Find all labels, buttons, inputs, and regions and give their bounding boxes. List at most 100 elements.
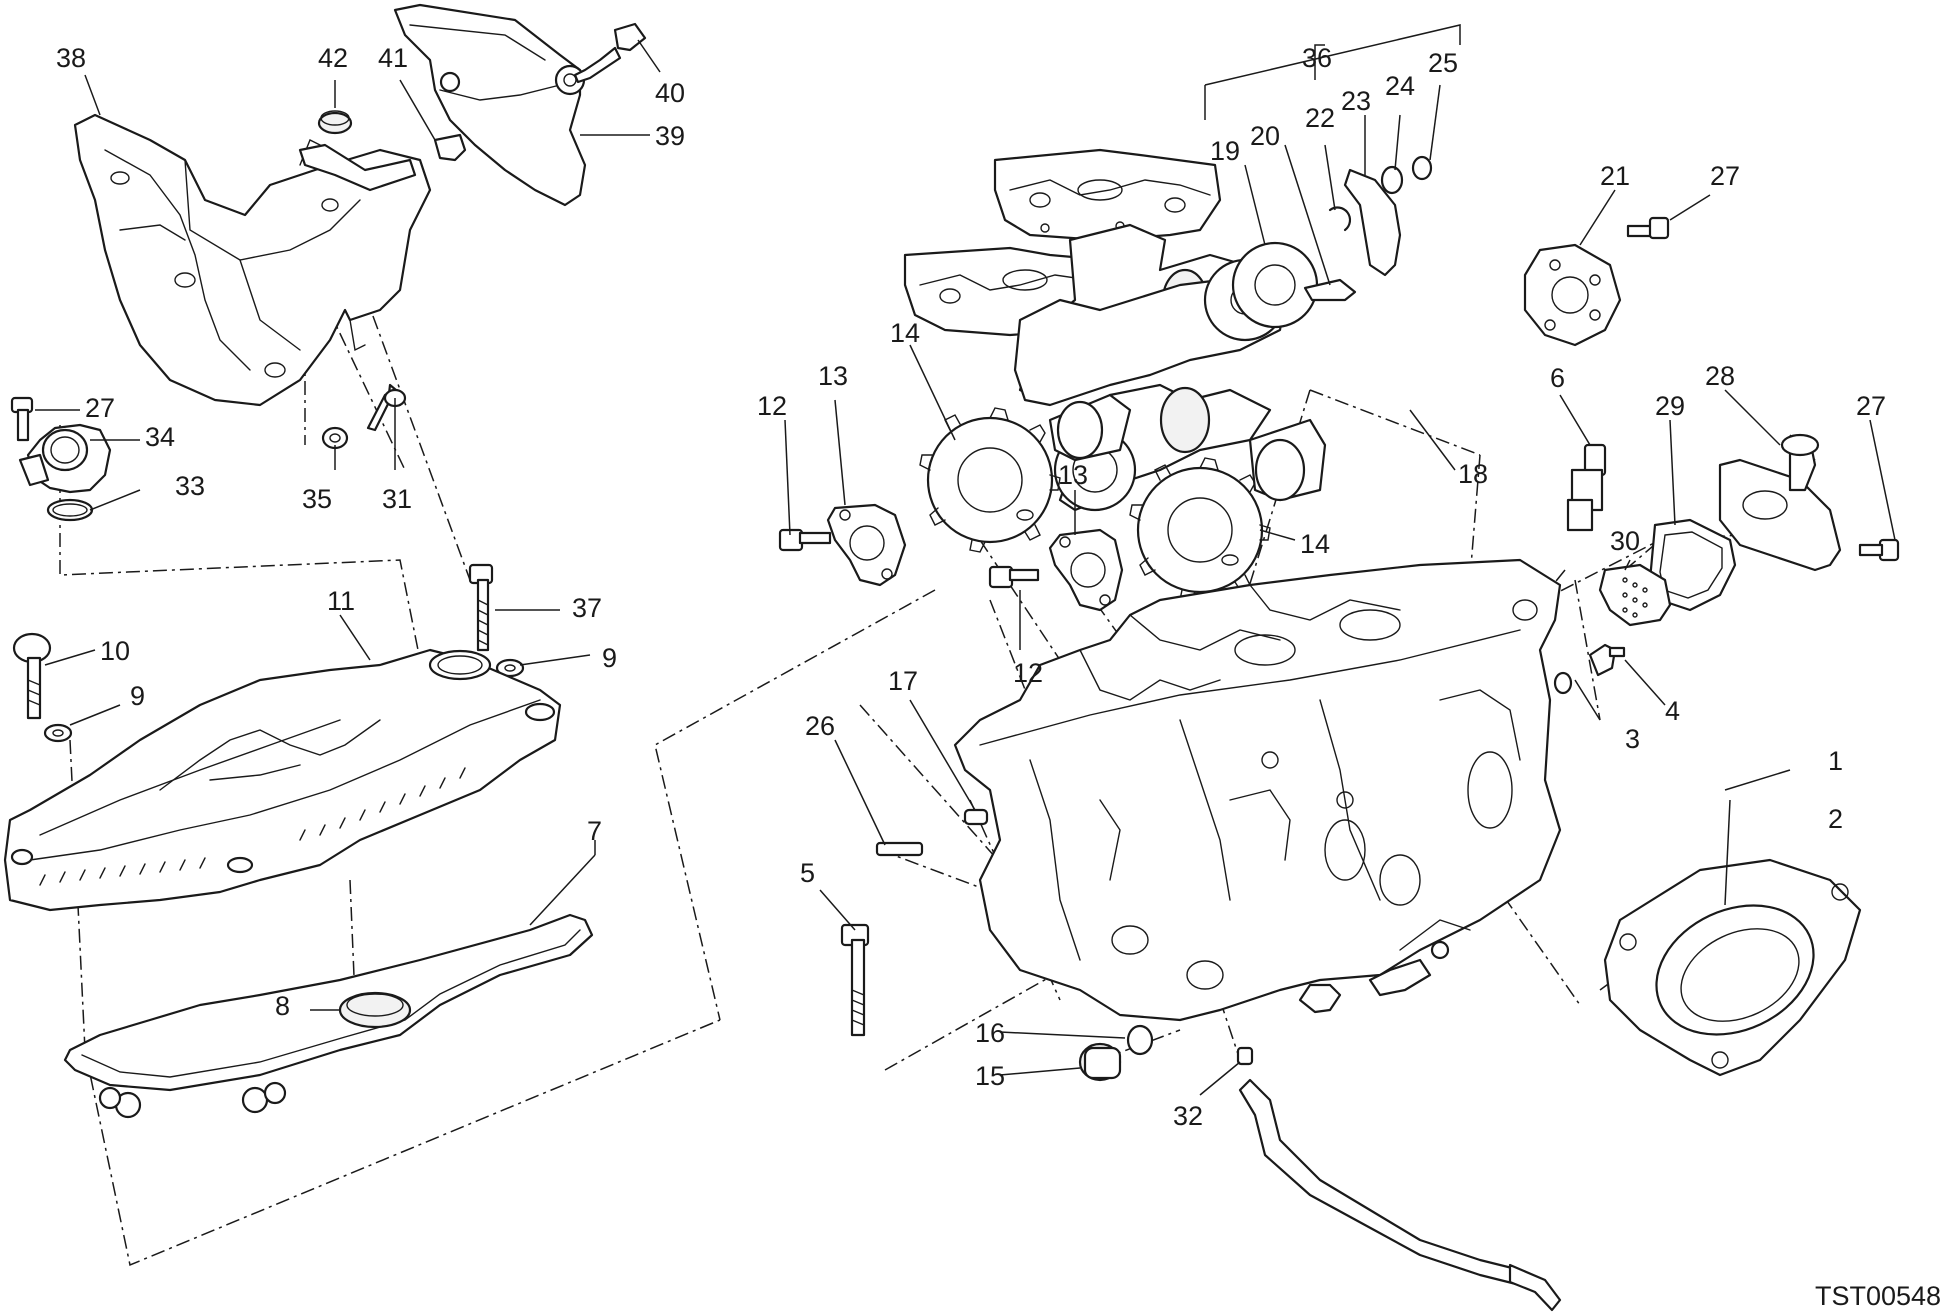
sprocket-14-left	[919, 407, 1061, 553]
callout-41: 41	[378, 43, 408, 73]
valve-cover-11	[3, 648, 562, 912]
callout-7: 7	[587, 816, 602, 846]
ring-23	[1343, 168, 1402, 277]
stud-26	[875, 841, 924, 857]
mount-plate	[298, 143, 417, 192]
breather-hose	[1238, 940, 1562, 1312]
callout-21: 21	[1600, 161, 1630, 191]
bearing-cap-hub-left	[1048, 393, 1132, 462]
callout-25: 25	[1428, 48, 1458, 78]
sprocket-14-right	[1129, 457, 1271, 603]
callout-12-left: 12	[757, 391, 787, 421]
bracket-39	[393, 3, 587, 207]
callout-29: 29	[1655, 391, 1685, 421]
callout-27-left: 27	[85, 393, 115, 423]
cover-plate-13-right	[1048, 528, 1124, 612]
gasket-7	[63, 913, 594, 1119]
callout-39: 39	[655, 121, 685, 151]
leader-lines	[35, 24, 1896, 1096]
callout-27-right: 27	[1856, 391, 1886, 421]
callout-4: 4	[1665, 696, 1680, 726]
nut-25	[1411, 155, 1433, 181]
callouts: 38 42 41 40 39 27 34 33 35 31 11 37 10 9…	[56, 43, 1886, 1131]
callout-2: 2	[1828, 804, 1843, 834]
bolt-27-upper	[1626, 216, 1670, 240]
callout-19: 19	[1210, 136, 1240, 166]
callout-8: 8	[275, 991, 290, 1021]
cam-cap-upper	[993, 148, 1222, 242]
bolt-5	[840, 923, 870, 1037]
callout-34: 34	[145, 422, 175, 452]
callout-26: 26	[805, 711, 835, 741]
callout-6: 6	[1550, 363, 1565, 393]
callout-9-left: 9	[130, 681, 145, 711]
callout-14-right: 14	[1300, 529, 1330, 559]
intake-flange-2	[1603, 858, 1862, 1077]
callout-31: 31	[382, 484, 412, 514]
washer-3	[1553, 671, 1573, 695]
washer-9-left	[43, 723, 73, 743]
grommet-42	[317, 110, 353, 135]
callout-35: 35	[302, 484, 332, 514]
hose-fitting-34	[18, 423, 112, 494]
cam-phaser-19	[1231, 241, 1319, 329]
circlip-22	[1328, 206, 1352, 232]
callout-24: 24	[1385, 71, 1415, 101]
callout-13-left: 13	[818, 361, 848, 391]
bolt-40	[573, 22, 647, 84]
callout-5: 5	[800, 858, 815, 888]
stud-6	[1566, 443, 1607, 532]
callout-1: 1	[1828, 746, 1843, 776]
callout-23: 23	[1341, 86, 1371, 116]
clip-41	[433, 133, 467, 162]
cylinder-head	[953, 558, 1562, 1022]
washer-16	[1126, 1024, 1154, 1056]
bolt-12-left	[778, 528, 832, 552]
sprocket-21	[1523, 243, 1622, 347]
callout-15: 15	[975, 1061, 1005, 1091]
bolt-27-left	[10, 396, 34, 442]
callout-11: 11	[327, 586, 355, 616]
callout-9-right: 9	[602, 643, 617, 673]
callout-32: 32	[1173, 1101, 1203, 1131]
callout-36: 36	[1302, 43, 1332, 73]
callout-12-right: 12	[1013, 658, 1043, 688]
dowel-32	[1236, 1046, 1254, 1066]
callout-42: 42	[318, 43, 348, 73]
cover-plate-13-left	[826, 503, 907, 587]
bolt-10	[12, 632, 52, 720]
bolt-12-right	[988, 565, 1040, 589]
callout-10: 10	[100, 636, 130, 666]
filter-screen-30	[1598, 563, 1672, 627]
plug-15	[1078, 1042, 1122, 1082]
callout-30: 30	[1610, 526, 1640, 556]
drawing-code: TST00548	[1815, 1281, 1941, 1311]
callout-18: 18	[1458, 459, 1488, 489]
callout-14-left: 14	[890, 318, 920, 348]
callout-37: 37	[572, 593, 602, 623]
sensor-4	[1588, 643, 1626, 677]
water-fitting-28	[1718, 433, 1842, 572]
seal-8	[338, 991, 412, 1029]
bolt-31	[366, 383, 407, 432]
callout-33: 33	[175, 471, 205, 501]
callout-17: 17	[888, 666, 918, 696]
callout-27-upper: 27	[1710, 161, 1740, 191]
callout-3: 3	[1625, 724, 1640, 754]
stud-17	[963, 808, 989, 826]
bearing-cap-hub-right	[1248, 418, 1327, 502]
callout-28: 28	[1705, 361, 1735, 391]
o-ring-33	[46, 498, 94, 522]
pin-20	[1303, 278, 1357, 302]
washer-24	[1380, 165, 1404, 195]
bolt-37	[468, 563, 494, 652]
callout-22: 22	[1305, 103, 1335, 133]
callout-20: 20	[1250, 121, 1280, 151]
callout-38: 38	[56, 43, 86, 73]
heat-shield-38	[73, 113, 432, 407]
callout-13-right: 13	[1058, 460, 1088, 490]
callout-16: 16	[975, 1018, 1005, 1048]
bolt-27-right	[1858, 538, 1900, 562]
callout-40: 40	[655, 78, 685, 108]
